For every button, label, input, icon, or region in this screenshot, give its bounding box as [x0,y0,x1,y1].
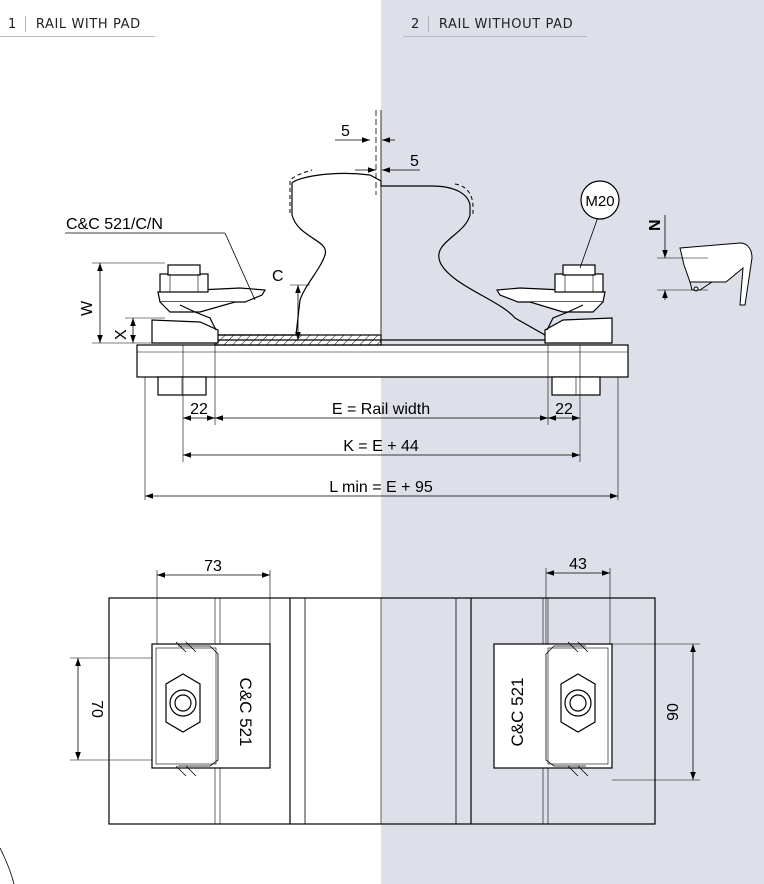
gap-top-label: 5 [341,123,350,140]
plan-clip-left-label: C&C 521 [236,678,255,747]
dim-l-label: L min = E + 95 [329,479,433,496]
base-plate [136,344,629,378]
dim-x-label: X [113,329,130,340]
dim-e-label: E = Rail width [332,401,430,418]
dim-43-label: 43 [569,556,587,573]
plan-clip-right [493,641,613,777]
section-number: 2 [411,16,420,32]
dim-22-left-label: 22 [190,401,208,418]
m20-badge-ring [580,180,620,220]
dim-90-label: 90 [665,703,682,721]
plan-clip-left [151,641,271,777]
dim-n-label: N [647,219,664,231]
section-label-rail-without-pad: 2 RAIL WITHOUT PAD [403,12,588,37]
dim-22-right-label: 22 [555,401,573,418]
dim-70-label: 70 [88,700,105,718]
bolt-shank-left [157,376,207,396]
dim-k-label: K = E + 44 [343,438,419,455]
dim-w-label: W [79,300,96,316]
gap-side-label: 5 [410,153,419,170]
page-corner-arc [0,847,15,884]
plan-view [70,568,700,825]
dim-c-label: C [272,268,284,285]
clip-assembly-right [495,264,613,344]
section-title: RAIL WITH PAD [35,16,141,32]
dim-73-label: 73 [204,558,222,575]
plan-clip-right-label: C&C 521 [508,678,527,747]
elevation-view [65,110,753,500]
section-label-rail-with-pad: 1 RAIL WITH PAD [0,12,155,37]
section-divider [427,16,429,32]
bolt-shank-right [551,376,601,396]
clip-detail-sketch [679,242,753,306]
section-title: RAIL WITHOUT PAD [438,16,574,32]
clip-assembly-left [151,264,267,344]
clip-callout-label: C&C 521/C/N [66,216,163,233]
section-number: 1 [8,16,17,32]
rail-profile [214,172,561,341]
bolt-badge-label: M20 [585,193,614,210]
section-divider [24,16,26,32]
plan-base-plate [108,597,656,825]
